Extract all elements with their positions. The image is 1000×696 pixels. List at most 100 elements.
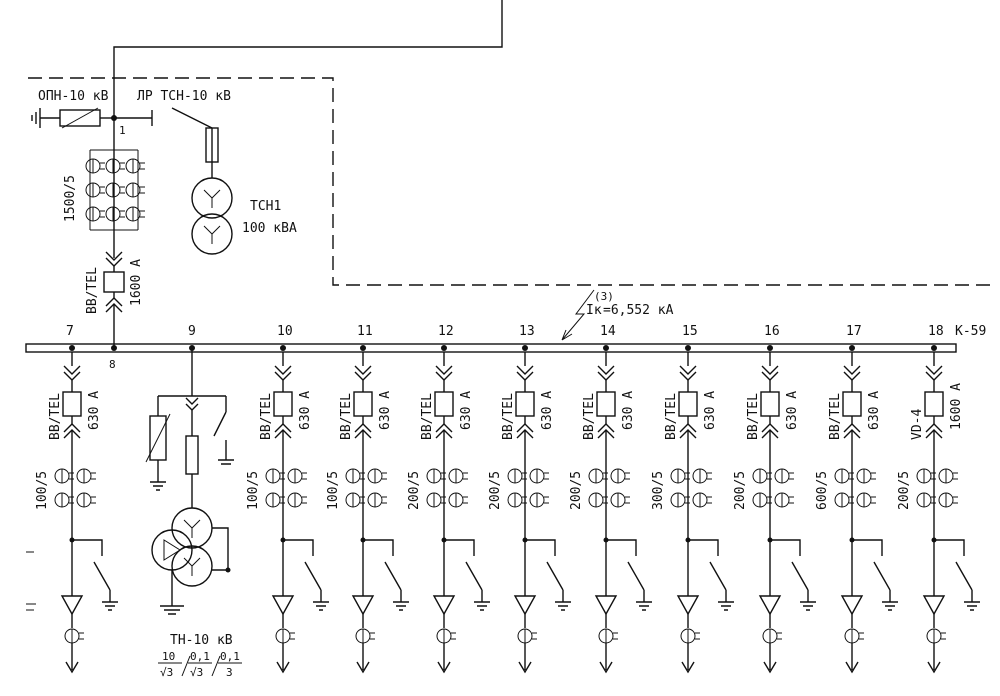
- svg-text:10: 10: [162, 650, 175, 663]
- current-transformer-icon: [680, 628, 700, 644]
- current-transformer-icon: [345, 492, 365, 508]
- fault-current-value: =6,552 кА: [603, 303, 674, 318]
- current-transformer-icon: [125, 182, 145, 198]
- current-transformer-icon: [774, 492, 794, 508]
- current-transformer-icon: [916, 492, 936, 508]
- node-1-label: 1: [119, 124, 126, 137]
- outgoing-arrow-icon: [681, 643, 695, 674]
- current-transformer-icon: [448, 468, 468, 484]
- incomer-ct-group: [85, 118, 145, 258]
- feeder-number: 17: [846, 324, 862, 339]
- cable-termination-icon: [758, 595, 782, 616]
- feeder-number: 12: [438, 324, 454, 339]
- current-transformer-icon: [85, 158, 105, 174]
- arrester-label: ОПН-10 кВ: [38, 89, 109, 104]
- cable-termination-icon: [432, 595, 456, 616]
- breaker-icon: [515, 391, 535, 417]
- earthing-switch-icon: [606, 539, 652, 611]
- current-transformer-icon: [588, 468, 608, 484]
- feeder-number: 11: [357, 324, 373, 339]
- breaker-icon: [842, 391, 862, 417]
- feeder-breaker-rating: 630 А: [87, 391, 102, 430]
- current-transformer-icon: [76, 468, 96, 484]
- feeder-breaker-type: BB/TEL: [339, 393, 354, 440]
- current-transformer-icon: [588, 492, 608, 508]
- svg-text:√3: √3: [160, 666, 173, 679]
- cable-termination-icon: [351, 595, 375, 616]
- feeder-breaker-type: BB/TEL: [582, 393, 597, 440]
- current-transformer-icon: [436, 628, 456, 644]
- current-transformer-icon: [610, 468, 630, 484]
- svg-text:3: 3: [226, 666, 233, 679]
- current-transformer-icon: [856, 468, 876, 484]
- breaker-icon: [678, 391, 698, 417]
- fault-arrow: [561, 289, 595, 341]
- incomer-breaker-type: BB/TEL: [85, 267, 100, 314]
- outgoing-arrow-icon: [65, 643, 79, 674]
- feeder-breaker-rating: 630 А: [540, 391, 555, 430]
- svg-text:√3: √3: [190, 666, 203, 679]
- outgoing-arrow-icon: [927, 643, 941, 674]
- current-transformer-icon: [426, 468, 446, 484]
- feeder-number: 18: [928, 324, 944, 339]
- current-transformer-icon: [670, 492, 690, 508]
- feeder-ct-ratio: 100/5: [326, 471, 341, 510]
- feeder-ct-ratio: 200/5: [733, 471, 748, 510]
- outgoing-arrow-icon: [845, 643, 859, 674]
- node-8-label: 8: [109, 358, 116, 371]
- current-transformer-icon: [265, 492, 285, 508]
- feeder-breaker-rating: 630 А: [459, 391, 474, 430]
- withdrawable-contact-icon: [516, 365, 534, 381]
- incoming-line: [113, 0, 503, 118]
- current-transformer-icon: [752, 492, 772, 508]
- node-8-dot: [111, 345, 117, 351]
- current-transformer-icon: [926, 628, 946, 644]
- feeder-number: 15: [682, 324, 698, 339]
- left-edge-mark-2: [26, 603, 36, 611]
- current-transformer-icon: [529, 492, 549, 508]
- breaker-icon: [273, 391, 293, 417]
- earthing-switch-icon: [444, 539, 490, 611]
- earthing-switch-icon: [688, 539, 734, 611]
- current-transformer-icon: [54, 468, 74, 484]
- feeder-breaker-type: BB/TEL: [828, 393, 843, 440]
- fault-current-superscript: (3): [594, 290, 614, 303]
- feeder-tap-dot: [767, 345, 773, 351]
- withdrawable-contact-icon: [597, 365, 615, 381]
- current-transformer-icon: [85, 182, 105, 198]
- current-transformer-icon: [834, 492, 854, 508]
- current-transformer-icon: [762, 628, 782, 644]
- current-transformer-icon: [610, 492, 630, 508]
- surge-arrester: [31, 107, 114, 129]
- breaker-icon: [434, 391, 454, 417]
- current-transformer-icon: [507, 468, 527, 484]
- current-transformer-icon: [774, 468, 794, 484]
- earthing-switch-icon: [72, 539, 118, 611]
- current-transformer-icon: [345, 468, 365, 484]
- svg-text:0,1: 0,1: [220, 650, 240, 663]
- busbar-name: K-59: [955, 324, 986, 339]
- cell-boundary-dashed: [28, 77, 990, 286]
- earthing-switch-icon: [770, 539, 816, 611]
- current-transformer-icon: [752, 468, 772, 484]
- disconnector-label: ЛР ТСН-10 кВ: [137, 89, 231, 104]
- feeder-breaker-rating: 630 А: [378, 391, 393, 430]
- current-transformer-icon: [844, 628, 864, 644]
- feeder-ct-ratio: 200/5: [407, 471, 422, 510]
- current-transformer-icon: [938, 468, 958, 484]
- earthing-switch-icon: [525, 539, 571, 611]
- feeder-breaker-rating: 630 А: [785, 391, 800, 430]
- vt-feeder-number: 9: [188, 324, 196, 339]
- breaker-icon: [353, 391, 373, 417]
- outgoing-arrow-icon: [763, 643, 777, 674]
- current-transformer-icon: [105, 158, 125, 174]
- withdrawable-contact-icon: [63, 365, 81, 381]
